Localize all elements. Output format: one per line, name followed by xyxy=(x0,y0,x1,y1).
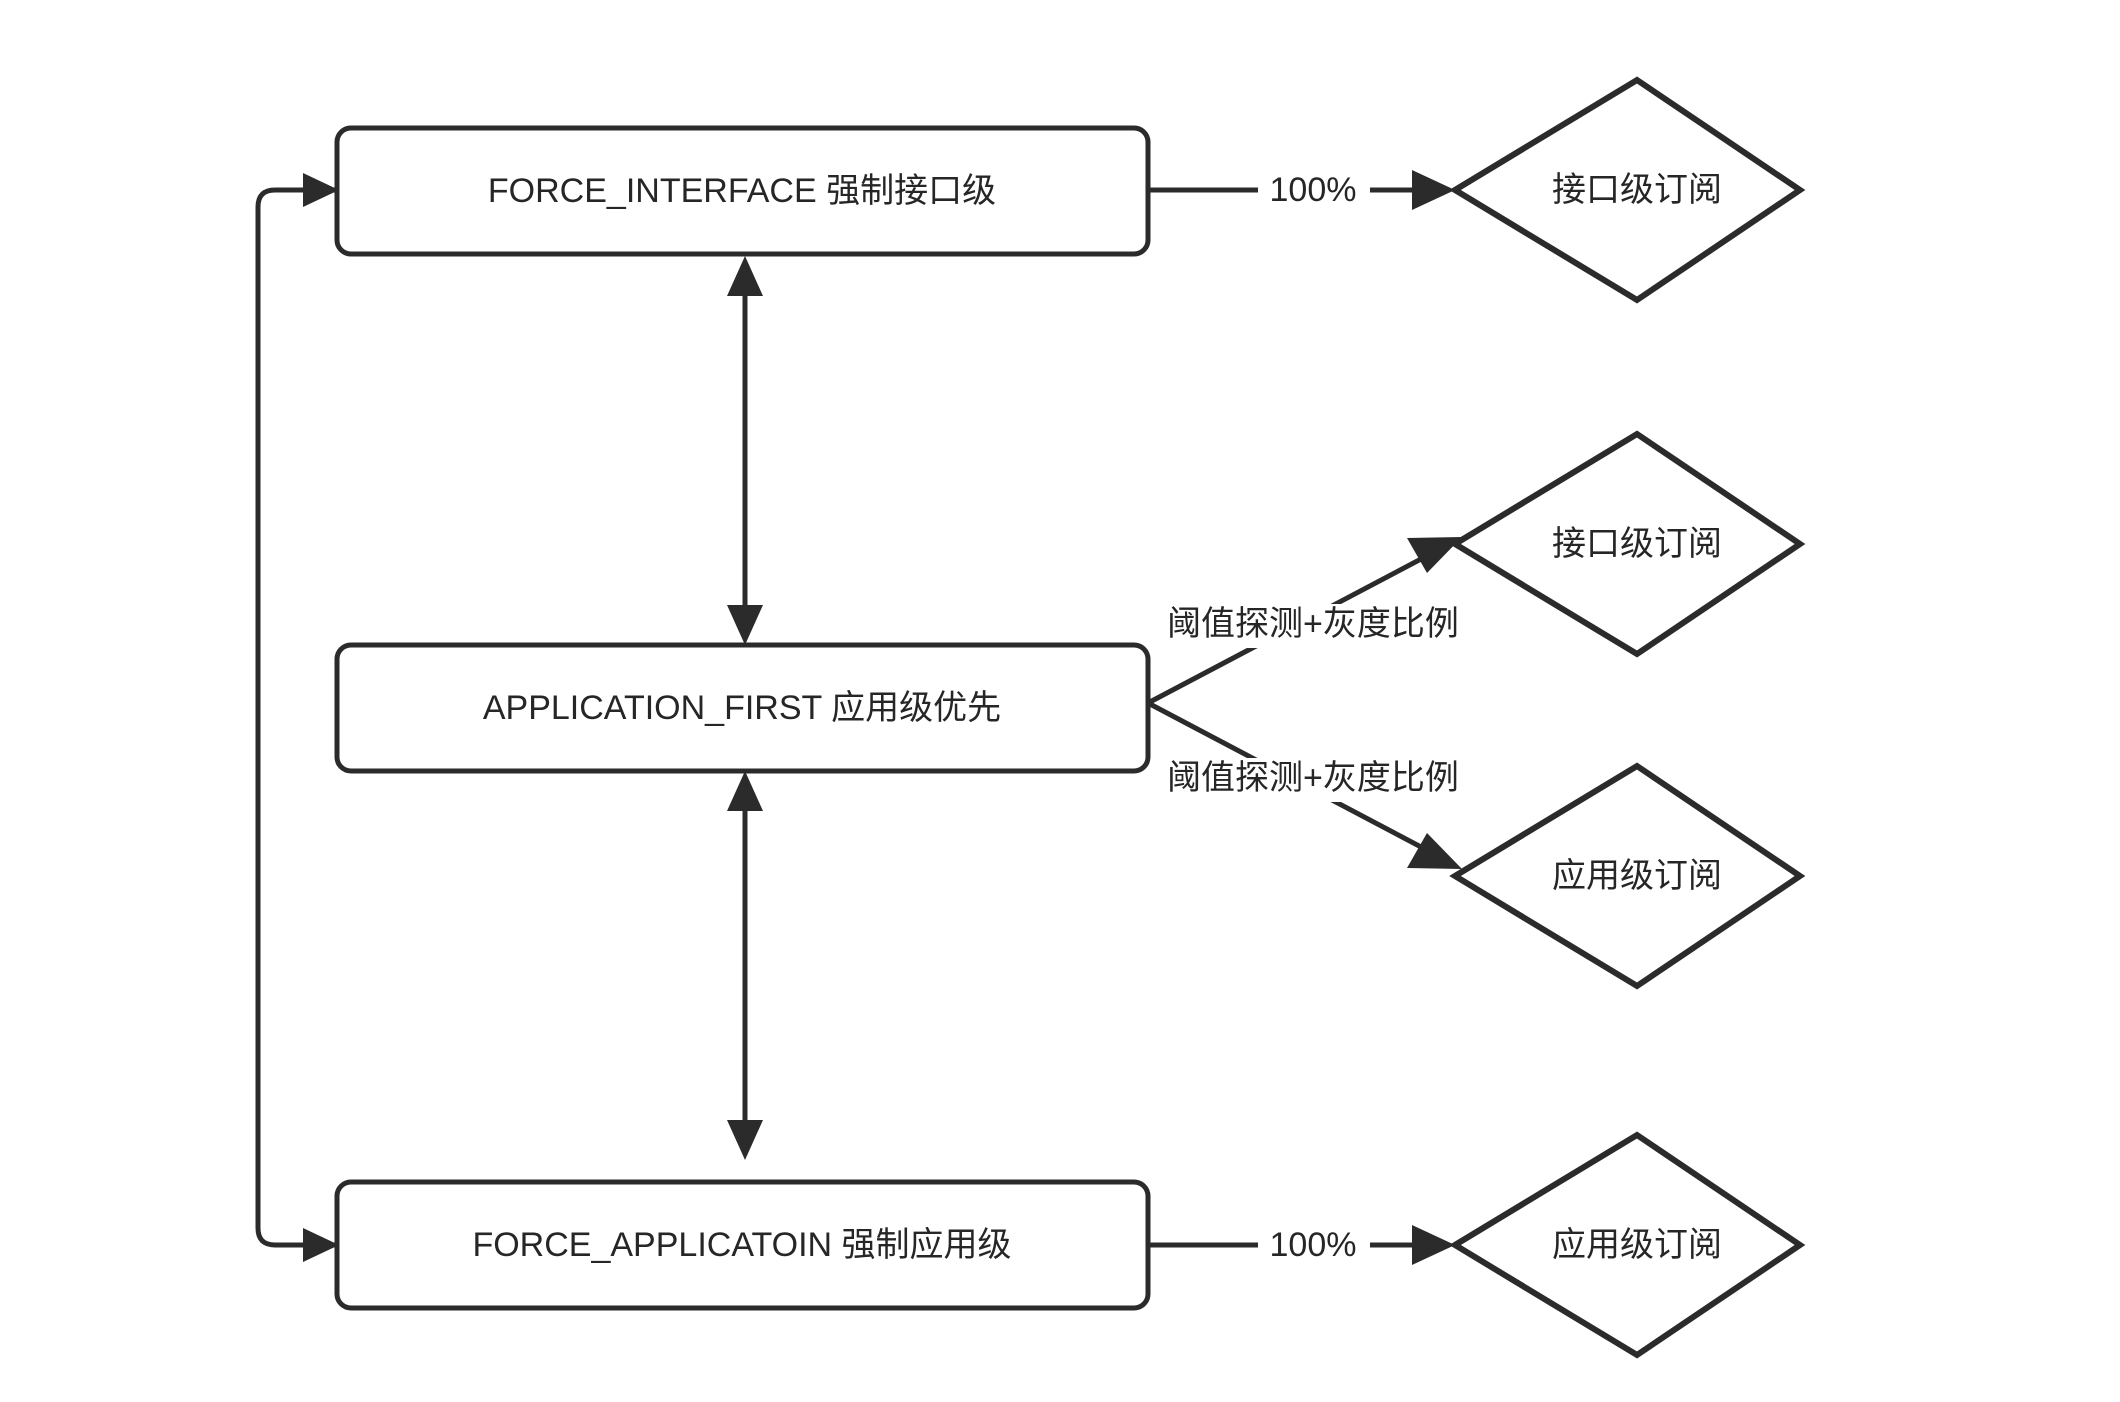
node-force-application[interactable]: FORCE_APPLICATOIN 强制应用级 xyxy=(334,1179,1151,1311)
node-application-first[interactable]: APPLICATION_FIRST 应用级优先 xyxy=(334,642,1151,774)
node-interface-sub-mid-shape[interactable] xyxy=(1449,430,1806,658)
node-force-application-shape[interactable] xyxy=(334,1179,1151,1311)
bidir-arrowhead-down-top xyxy=(727,605,763,645)
loopback-path xyxy=(255,187,335,1248)
node-force-interface-label: FORCE_INTERFACE 强制接口级 xyxy=(488,172,996,210)
bidir-arrowhead-down-bottom xyxy=(727,1120,763,1160)
edge-arrowhead-100-bottom xyxy=(1412,1225,1455,1265)
edge-arrowhead-branch-up xyxy=(1407,537,1462,573)
bidir-arrowhead-up-bottom xyxy=(727,771,763,811)
edge-label-forceapp-100: 100% xyxy=(1270,1226,1357,1264)
node-application-sub-mid-label: 应用级订阅 xyxy=(1552,857,1722,895)
node-force-application-label: FORCE_APPLICATOIN 强制应用级 xyxy=(472,1226,1011,1264)
node-application-first-label: APPLICATION_FIRST 应用级优先 xyxy=(483,689,1001,727)
bidir-arrowhead-up-top xyxy=(727,256,763,296)
loopback-bottom-arrowhead xyxy=(303,1228,339,1262)
edge-appfirst-to-interface-sub: 阈值探测+灰度比例 xyxy=(1146,537,1463,706)
node-force-interface-shape[interactable] xyxy=(334,125,1151,257)
node-force-interface[interactable]: FORCE_INTERFACE 强制接口级 xyxy=(334,125,1151,257)
edge-label-interface-100: 100% xyxy=(1270,171,1357,209)
edge-loopback-left xyxy=(255,173,339,1262)
edge-label-branch-up: 阈值探测+灰度比例 xyxy=(1167,605,1459,643)
node-interface-sub-top-shape[interactable] xyxy=(1449,76,1806,304)
edge-forceapp-to-application-sub: 100% xyxy=(1148,1225,1455,1265)
edge-arrowhead-100-top xyxy=(1412,170,1455,210)
node-interface-sub-top[interactable]: 接口级订阅 xyxy=(1449,76,1806,304)
edge-interface-to-interface-sub: 100% xyxy=(1148,170,1455,210)
node-application-sub-mid-shape[interactable] xyxy=(1449,762,1806,990)
edge-arrowhead-branch-down xyxy=(1407,833,1462,869)
loopback-top-arrowhead xyxy=(303,173,339,207)
node-application-first-shape[interactable] xyxy=(334,642,1151,774)
node-interface-sub-mid[interactable]: 接口级订阅 xyxy=(1449,430,1806,658)
edge-interface-appfirst-bidirectional xyxy=(727,256,763,645)
node-interface-sub-top-label: 接口级订阅 xyxy=(1552,171,1722,209)
node-application-sub-bottom-shape[interactable] xyxy=(1449,1131,1806,1359)
node-application-sub-bottom-label: 应用级订阅 xyxy=(1552,1226,1722,1264)
edge-label-branch-down: 阈值探测+灰度比例 xyxy=(1167,759,1459,797)
node-application-sub-bottom[interactable]: 应用级订阅 xyxy=(1449,1131,1806,1359)
edge-label-bg-branch-up xyxy=(1163,604,1463,648)
edge-label-bg-branch-down xyxy=(1163,758,1463,802)
edge-appfirst-forceapp-bidirectional xyxy=(727,771,763,1160)
node-interface-sub-mid-label: 接口级订阅 xyxy=(1552,525,1722,563)
edge-appfirst-to-application-sub: 阈值探测+灰度比例 xyxy=(1146,700,1463,869)
node-application-sub-mid[interactable]: 应用级订阅 xyxy=(1449,762,1806,990)
